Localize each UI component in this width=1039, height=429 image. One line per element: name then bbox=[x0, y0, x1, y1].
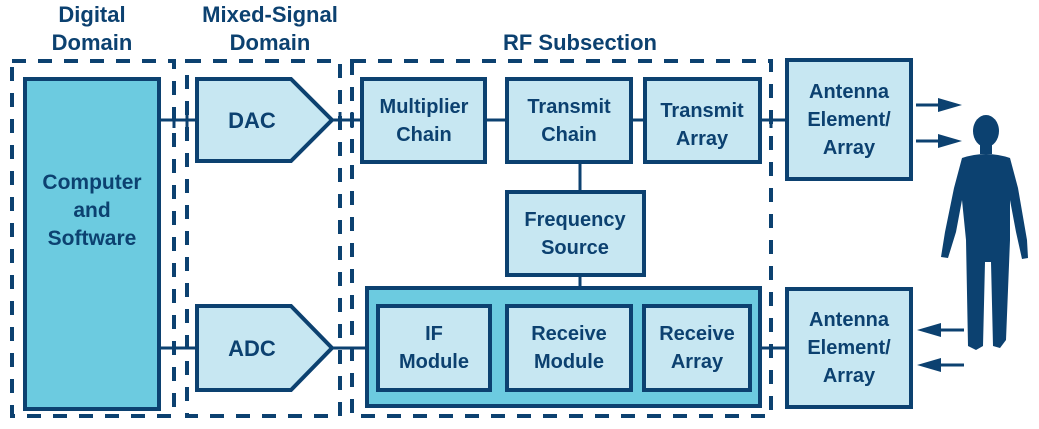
mixed-signal-domain-title-line1: Mixed-Signal bbox=[202, 2, 338, 27]
multiplier-chain-block: Multiplier Chain bbox=[360, 77, 487, 164]
mixed-signal-domain-title: Mixed-Signal Domain bbox=[202, 2, 338, 55]
digital-domain-title-line1: Digital bbox=[58, 2, 125, 27]
antenna-rx-line3: Array bbox=[823, 365, 876, 387]
antenna-tx-line3: Array bbox=[823, 137, 876, 159]
dac-label: DAC bbox=[228, 108, 276, 133]
receive-module-line1: Receive bbox=[531, 323, 607, 345]
frequency-source-line2: Source bbox=[541, 237, 609, 259]
receive-array-block: Receive Array bbox=[642, 304, 752, 392]
digital-domain-title: Digital Domain bbox=[52, 2, 133, 55]
connection-lines bbox=[160, 118, 787, 350]
tx-arrows bbox=[916, 98, 962, 148]
adc-block: ADC bbox=[195, 304, 335, 392]
if-module-line2: Module bbox=[399, 351, 469, 373]
arrow-right-icon bbox=[916, 98, 962, 112]
arrow-left-icon bbox=[917, 323, 964, 337]
rf-subsection-title: RF Subsection bbox=[503, 30, 657, 55]
frequency-source-block: Frequency Source bbox=[505, 190, 646, 277]
receive-array-line1: Receive bbox=[659, 323, 735, 345]
antenna-rx-line2: Element/ bbox=[807, 337, 891, 359]
boundary-ticks bbox=[172, 112, 773, 128]
transmit-array-line2: Array bbox=[676, 128, 729, 150]
dac-block: DAC bbox=[195, 77, 335, 163]
digital-domain-boundary bbox=[10, 59, 176, 418]
receive-module-line2: Module bbox=[534, 351, 604, 373]
computer-label-line3: Software bbox=[48, 227, 137, 250]
receive-module-block: Receive Module bbox=[505, 304, 633, 392]
antenna-rx-line1: Antenna bbox=[809, 309, 890, 331]
computer-label-line1: Computer bbox=[42, 171, 141, 194]
antenna-tx-line2: Element/ bbox=[807, 109, 891, 131]
receive-array-line2: Array bbox=[671, 351, 724, 373]
if-module-block: IF Module bbox=[376, 304, 492, 392]
multiplier-chain-line2: Chain bbox=[396, 124, 452, 146]
digital-domain-title-line2: Domain bbox=[52, 30, 133, 55]
transmit-chain-line2: Chain bbox=[541, 124, 597, 146]
computer-and-software-block: Computer and Software bbox=[23, 77, 161, 411]
antenna-rx-block: Antenna Element/ Array bbox=[785, 287, 913, 409]
rx-arrows bbox=[917, 323, 964, 372]
mixed-signal-domain-boundary bbox=[185, 59, 342, 418]
person-silhouette-icon bbox=[941, 115, 1028, 350]
antenna-tx-block: Antenna Element/ Array bbox=[785, 58, 913, 181]
rf-subsection-boundary bbox=[350, 59, 773, 418]
arrow-left-icon bbox=[917, 358, 964, 372]
adc-label: ADC bbox=[228, 336, 276, 361]
transmit-array-line1: Transmit bbox=[660, 100, 744, 122]
transmit-chain-line1: Transmit bbox=[527, 96, 611, 118]
frequency-source-line1: Frequency bbox=[524, 209, 626, 231]
multiplier-chain-line1: Multiplier bbox=[380, 96, 469, 118]
transmit-array-block: Transmit Array bbox=[643, 77, 762, 164]
transmit-chain-block: Transmit Chain bbox=[505, 77, 633, 164]
antenna-tx-line1: Antenna bbox=[809, 81, 890, 103]
arrow-right-icon bbox=[916, 134, 962, 148]
if-module-line1: IF bbox=[425, 323, 443, 345]
mixed-signal-domain-title-line2: Domain bbox=[230, 30, 311, 55]
computer-label-line2: and bbox=[73, 199, 110, 222]
